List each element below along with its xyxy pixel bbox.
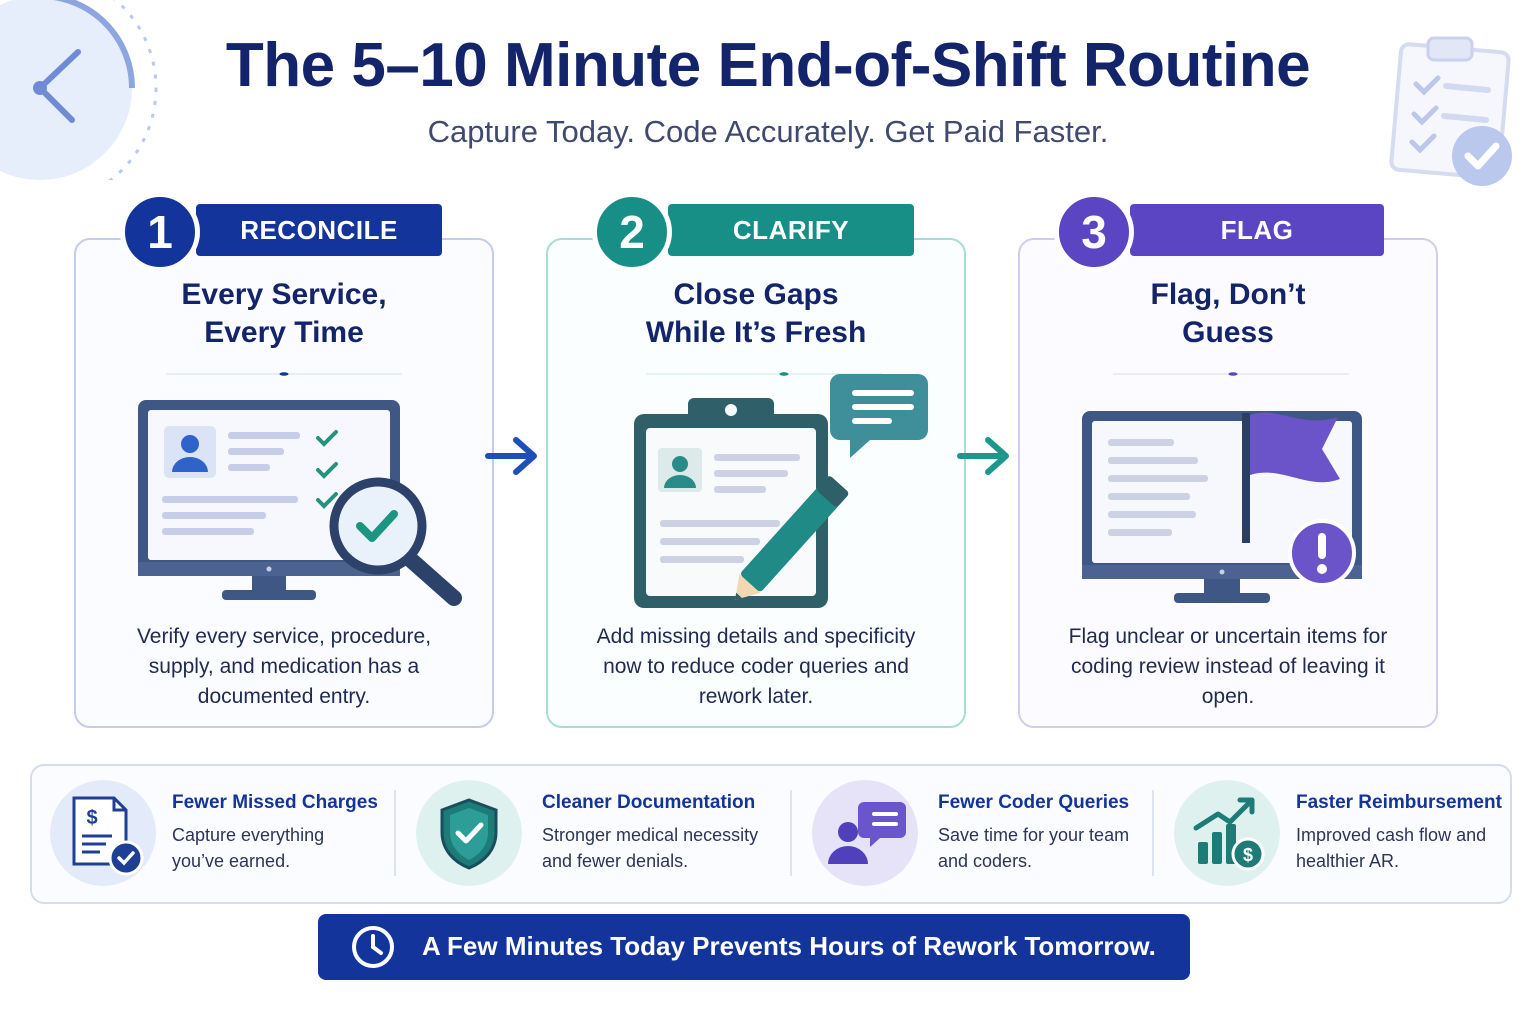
benefit-divider: [1152, 790, 1154, 876]
heading-divider: [1113, 372, 1349, 376]
arrow-right-icon: [485, 437, 537, 475]
benefit-text: Stronger medical necessity and fewer den…: [542, 825, 759, 871]
step-heading-line: Guess: [1182, 316, 1274, 349]
step-label-clarify: CLARIFY: [668, 204, 914, 256]
monitor-flag-alert-icon: [1082, 411, 1362, 603]
benefit-text: Capture everything you’ve earned.: [172, 825, 325, 871]
arrow-right-icon: [957, 437, 1009, 475]
benefit-title: Fewer Coder Queries: [938, 792, 1130, 813]
decorative-clipboard-check-icon: [1389, 36, 1512, 186]
step-heading-reconcile: Every Service, Every Time: [74, 276, 494, 352]
banner-text: A Few Minutes Today Prevents Hours of Re…: [422, 931, 1156, 961]
step-number-1: 1: [120, 192, 200, 272]
benefit-text: Improved cash flow and healthier AR.: [1296, 825, 1487, 871]
invoice-check-icon: $: [50, 780, 156, 886]
step-heading-line: While It’s Fresh: [645, 316, 867, 349]
svg-text:$: $: [86, 807, 97, 829]
footer-banner: A Few Minutes Today Prevents Hours of Re…: [318, 914, 1190, 980]
heading-divider: [166, 372, 402, 376]
step-description-clarify: Add missing details and specificity now …: [596, 625, 916, 708]
page-title: The 5–10 Minute End-of-Shift Routine: [225, 31, 1311, 100]
shield-check-icon: [416, 780, 522, 886]
benefit-divider: [790, 790, 792, 876]
benefit-title: Cleaner Documentation: [542, 792, 756, 813]
clock-icon: [352, 926, 394, 968]
step-heading-line: Flag, Don’t: [1150, 278, 1306, 311]
benefit-text: Save time for your team and coders.: [938, 825, 1130, 871]
step-heading-flag: Flag, Don’t Guess: [1018, 276, 1438, 352]
step-heading-line: Close Gaps: [673, 278, 839, 311]
svg-text:$: $: [1243, 845, 1253, 865]
step-heading-clarify: Close Gaps While It’s Fresh: [546, 276, 966, 352]
growth-chart-dollar-icon: $: [1174, 780, 1280, 886]
page-subtitle: Capture Today. Code Accurately. Get Paid…: [427, 114, 1109, 149]
step-heading-line: Every Service,: [181, 278, 387, 311]
step-number-3: 3: [1054, 192, 1134, 272]
step-heading-line: Every Time: [204, 316, 364, 349]
step-label-reconcile: RECONCILE: [196, 204, 442, 256]
step-number-2: 2: [592, 192, 672, 272]
step-description-flag: Flag unclear or uncertain items for codi…: [1068, 625, 1388, 708]
decorative-clock-icon: [0, 0, 158, 180]
clipboard-pencil-chat-icon: [634, 374, 928, 608]
monitor-checklist-magnifier-icon: [138, 400, 462, 606]
person-chat-icon: [812, 780, 918, 886]
benefit-title: Faster Reimbursement: [1296, 792, 1502, 813]
step-description-reconcile: Verify every service, procedure, supply,…: [136, 625, 432, 708]
benefit-title: Fewer Missed Charges: [172, 792, 378, 813]
step-label-flag: FLAG: [1130, 204, 1384, 256]
benefit-divider: [394, 790, 396, 876]
